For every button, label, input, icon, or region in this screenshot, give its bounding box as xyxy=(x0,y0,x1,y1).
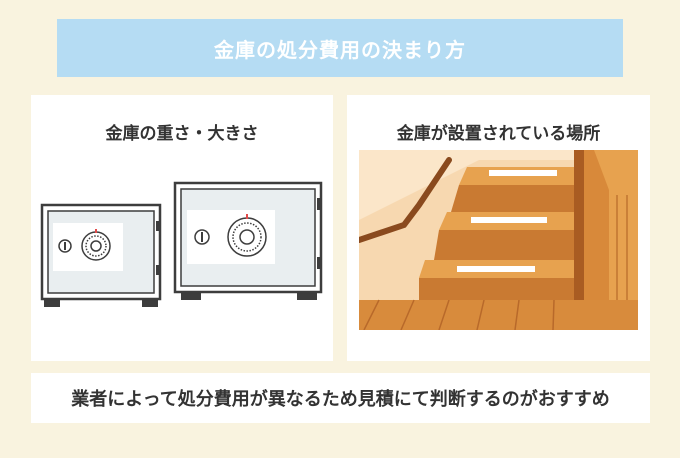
large-safe-icon xyxy=(173,181,323,300)
safe-size-panel: 金庫の重さ・大きさ xyxy=(31,95,333,361)
safe-size-title: 金庫の重さ・大きさ xyxy=(105,124,259,144)
two-safes-illustration xyxy=(40,181,323,307)
conclusion-box: 業者によって処分費用が異なるため見積にて判断するのがおすすめ xyxy=(31,373,650,423)
staircase-illustration xyxy=(359,150,638,330)
header-banner: 金庫の処分費用の決まり方 xyxy=(57,19,623,77)
small-safe-icon xyxy=(40,203,162,307)
page-title: 金庫の処分費用の決まり方 xyxy=(214,37,466,62)
safe-location-title: 金庫が設置されている場所 xyxy=(396,124,601,144)
conclusion-text: 業者によって処分費用が異なるため見積にて判断するのがおすすめ xyxy=(71,389,610,410)
safe-location-panel: 金庫が設置されている場所 xyxy=(347,95,650,361)
